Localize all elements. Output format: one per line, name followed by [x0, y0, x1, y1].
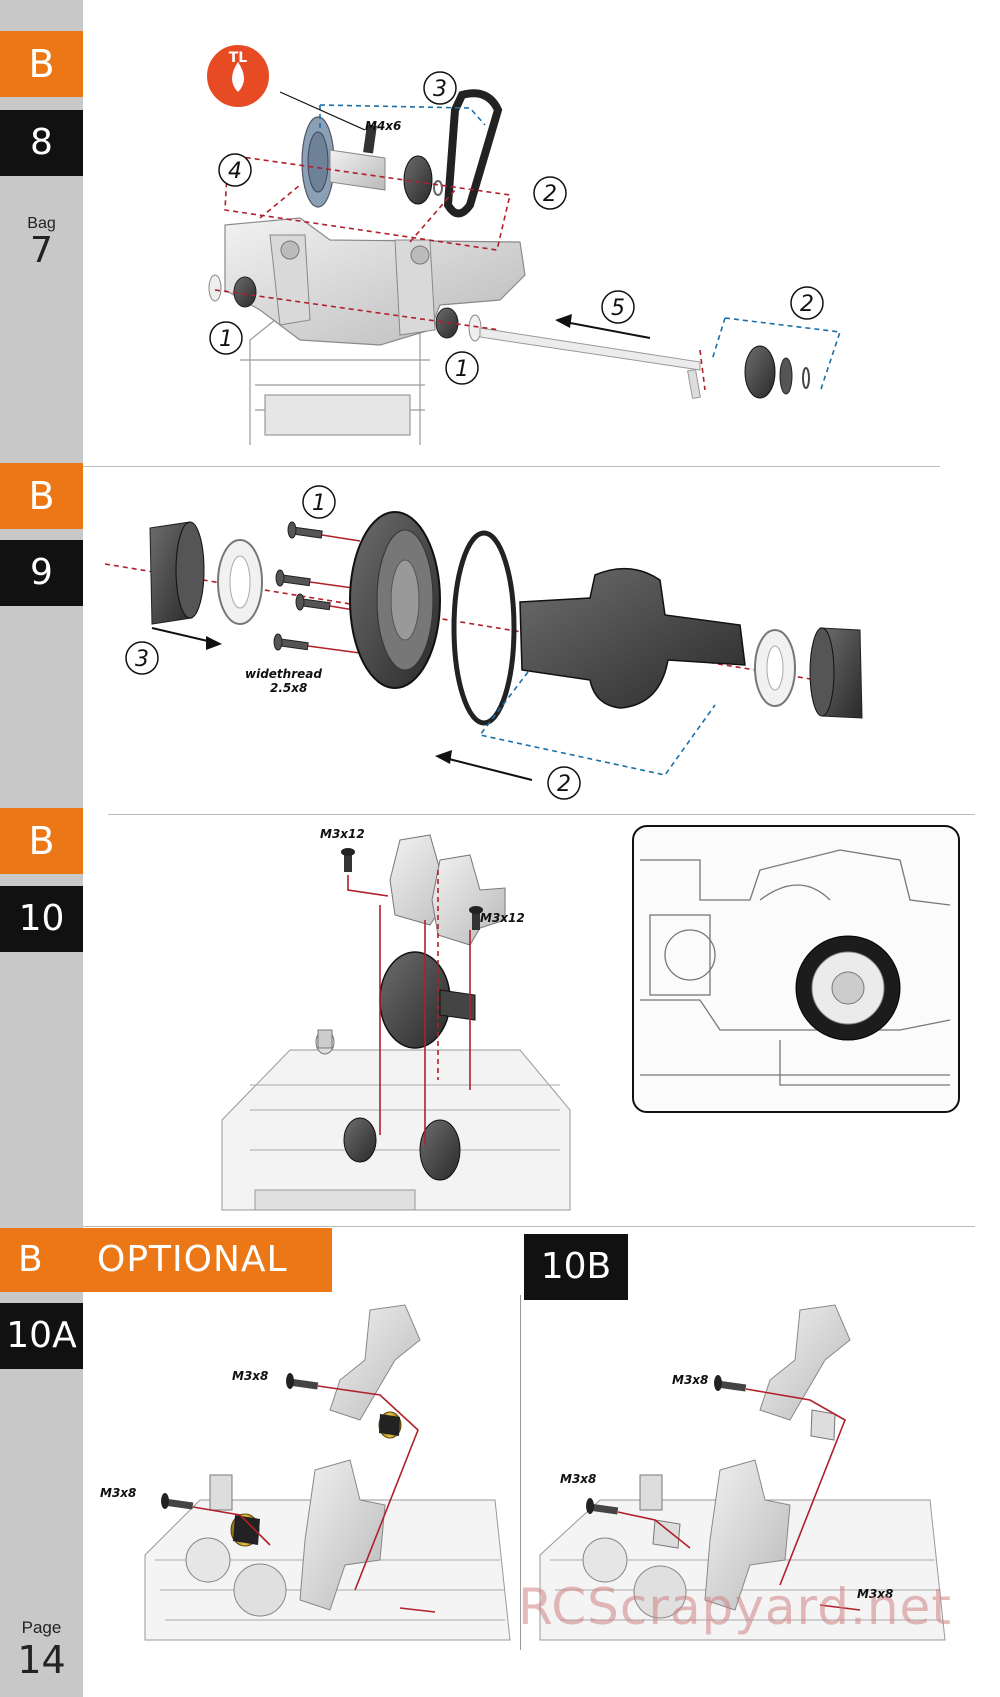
callout-2: 2	[533, 176, 567, 210]
step-9-illustration: widethread 2.5x8 1 3 2	[104, 485, 863, 800]
step9-screw-label-line1: widethread	[245, 667, 322, 681]
step10-screw-label-1: M3x12	[320, 827, 365, 841]
step-10b-number-tab: 10B	[524, 1234, 628, 1300]
callout-2: 2	[547, 766, 581, 800]
step-10-number-tab: 10	[0, 886, 83, 952]
step-8-letter-tab: B	[0, 31, 83, 97]
section-divider-10-optional	[83, 1226, 975, 1227]
step-9-letter-tab: B	[0, 463, 83, 529]
svg-text:1: 1	[455, 357, 469, 382]
page-label: Page	[21, 1618, 62, 1637]
callout-2: 2	[790, 286, 824, 320]
step10a-screw-label-1: M3x8	[232, 1369, 268, 1383]
step9-screw-label-line2: 2.5x8	[270, 681, 307, 695]
bag-number: 7	[30, 230, 53, 271]
step8-screw-label: M4x6	[365, 119, 401, 133]
callout-1: 1	[302, 485, 336, 519]
step10b-screw-label-3: M3x8	[857, 1587, 893, 1601]
svg-text:2: 2	[543, 182, 557, 207]
diff-case	[519, 567, 746, 709]
step-10-illustration: M3x12 M3x12	[221, 825, 960, 1211]
step-10a-number-tab: 10A	[0, 1303, 83, 1369]
svg-text:3: 3	[433, 77, 447, 102]
watermark: RCScrapyard.net	[518, 1578, 952, 1636]
callout-1: 1	[445, 351, 479, 385]
step-10b-illustration: M3x8 M3x8 M3x8	[539, 1304, 946, 1641]
svg-text:3: 3	[135, 647, 149, 672]
thread-lock-text: TL	[229, 50, 248, 66]
callout-3: 3	[125, 641, 159, 675]
svg-text:1: 1	[219, 327, 233, 352]
callout-3: 3	[423, 71, 457, 105]
svg-text:4: 4	[228, 159, 242, 184]
svg-text:1: 1	[312, 491, 326, 516]
optional-title: OPTIONAL	[97, 1239, 288, 1280]
step-10-letter-tab: B	[0, 808, 83, 874]
o-ring	[451, 530, 517, 726]
step-8-illustration: TL M4x6 4 3 2 5 2 1 1	[205, 43, 842, 445]
section-divider-8-9	[83, 466, 940, 467]
step10a-screw-label-2: M3x8	[100, 1486, 136, 1500]
bag-label: Bag	[27, 215, 56, 232]
svg-text:2: 2	[557, 772, 571, 797]
grub-screw	[363, 124, 377, 154]
page-number: 14	[17, 1638, 66, 1682]
svg-text:2: 2	[800, 292, 814, 317]
drive-belt	[443, 89, 503, 218]
callout-1: 1	[209, 321, 243, 355]
step10b-screw-label-2: M3x8	[560, 1472, 596, 1486]
step10-screw-label-2: M3x12	[480, 911, 525, 925]
step-9-number-tab: 9	[0, 540, 83, 606]
step-10-inset	[632, 825, 960, 1113]
optional-letter: B	[18, 1239, 43, 1280]
optional-column-divider	[520, 1295, 521, 1650]
droplet-icon	[232, 62, 244, 92]
section-divider-9-10	[108, 814, 975, 815]
optional-banner: B OPTIONAL	[0, 1228, 332, 1292]
step-10a-illustration: M3x8 M3x8	[100, 1304, 511, 1641]
step-8-number-tab: 8	[0, 110, 83, 176]
callout-4: 4	[218, 153, 252, 187]
svg-text:5: 5	[611, 296, 625, 321]
callout-5: 5	[601, 290, 635, 324]
step10b-screw-label-1: M3x8	[672, 1373, 708, 1387]
